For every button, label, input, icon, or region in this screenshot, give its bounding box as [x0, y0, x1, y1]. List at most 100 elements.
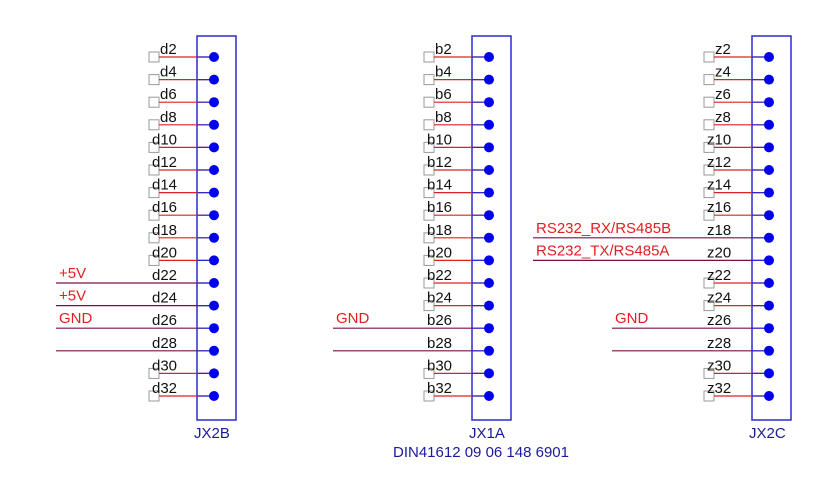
pin-label: z26	[707, 312, 731, 329]
net-label: +5V	[59, 288, 86, 305]
pin-b2: b2	[423, 41, 494, 63]
no-connect-marker	[423, 51, 435, 63]
pin-dot	[764, 74, 774, 85]
pin-d28: d28	[56, 335, 219, 356]
pin-label: b20	[427, 244, 452, 261]
pin-dot	[764, 368, 774, 379]
pin-dot	[764, 142, 774, 153]
pin-label: z16	[707, 199, 731, 216]
pin-z32: z32	[703, 380, 774, 402]
pin-dot	[764, 187, 774, 198]
pin-d6: d6	[148, 86, 219, 108]
pin-dot	[764, 300, 774, 311]
pin-dot	[484, 210, 494, 221]
pin-d14: d14	[148, 177, 219, 199]
pin-d10: d10	[148, 131, 219, 153]
pin-dot	[209, 232, 219, 243]
pin-label: d20	[152, 244, 177, 261]
pin-label: b30	[427, 357, 452, 374]
pin-b14: b14	[423, 177, 494, 199]
pin-b10: b10	[423, 131, 494, 153]
net-label: +5V	[59, 265, 86, 282]
pin-label: d24	[152, 290, 177, 307]
pin-dot	[764, 323, 774, 334]
pin-d30: d30	[148, 357, 219, 379]
net-label: GND	[615, 310, 649, 327]
pin-z30: z30	[703, 357, 774, 379]
pin-b18: b18	[423, 222, 494, 244]
pin-d4: d4	[148, 64, 219, 86]
pin-b22: b22	[423, 267, 494, 289]
pin-dot	[764, 278, 774, 288]
pin-b28: b28	[333, 335, 494, 356]
pin-z4: z4	[703, 64, 774, 86]
pin-label: b18	[427, 222, 452, 239]
pin-label: z8	[715, 109, 731, 126]
pin-z6: z6	[703, 86, 774, 108]
pin-label: d30	[152, 357, 177, 374]
pin-label: d16	[152, 199, 177, 216]
pin-label: b16	[427, 199, 452, 216]
pin-label: z14	[707, 177, 731, 194]
pin-label: z30	[707, 357, 731, 374]
pin-dot	[764, 255, 774, 266]
pin-dot	[484, 391, 494, 401]
pin-dot	[209, 97, 219, 108]
pin-dot	[764, 97, 774, 108]
pin-d20: d20	[148, 244, 219, 266]
pin-label: d6	[160, 86, 177, 103]
pin-d18: d18	[148, 222, 219, 244]
pin-dot	[764, 52, 774, 62]
pin-dot	[484, 323, 494, 334]
pin-b20: b20	[423, 244, 494, 266]
pin-b12: b12	[423, 154, 494, 176]
pin-dot	[484, 345, 494, 356]
pin-dot	[484, 255, 494, 266]
pin-label: d2	[160, 41, 177, 58]
pin-label: b4	[435, 64, 452, 81]
pin-dot	[484, 119, 494, 130]
pin-z14: z14	[703, 177, 774, 199]
pin-label: z4	[715, 64, 731, 81]
pin-dot	[209, 300, 219, 311]
pin-dot	[484, 142, 494, 153]
pin-label: b6	[435, 86, 452, 103]
pin-label: z28	[707, 335, 731, 352]
connector-ref: JX2B	[194, 425, 230, 442]
pin-b30: b30	[423, 357, 494, 379]
net-label: RS232_TX/RS485A	[536, 242, 669, 259]
connector-ref: JX2C	[749, 425, 786, 442]
pin-label: b24	[427, 290, 452, 307]
no-connect-marker	[148, 74, 160, 86]
pin-dot	[764, 391, 774, 401]
pin-label: d8	[160, 109, 177, 126]
no-connect-marker	[148, 119, 160, 131]
pin-label: b28	[427, 335, 452, 352]
pin-z2: z2	[703, 41, 774, 63]
pin-dot	[209, 368, 219, 379]
no-connect-marker	[148, 51, 160, 63]
pin-label: b2	[435, 41, 452, 58]
pin-b4: b4	[423, 64, 494, 86]
pin-dot	[209, 210, 219, 221]
pin-z10: z10	[703, 131, 774, 153]
pin-z28: z28	[612, 335, 774, 356]
pin-dot	[209, 52, 219, 62]
pin-d24: +5V d24	[56, 288, 219, 311]
pin-dot	[484, 97, 494, 108]
pin-dot	[209, 345, 219, 356]
pin-label: b12	[427, 154, 452, 171]
pin-dot	[209, 187, 219, 198]
pin-z12: z12	[703, 154, 774, 176]
pin-label: b10	[427, 131, 452, 148]
pin-b16: b16	[423, 199, 494, 221]
connector-body	[751, 35, 792, 421]
no-connect-marker	[148, 96, 160, 108]
no-connect-marker	[703, 96, 715, 108]
no-connect-marker	[703, 119, 715, 131]
